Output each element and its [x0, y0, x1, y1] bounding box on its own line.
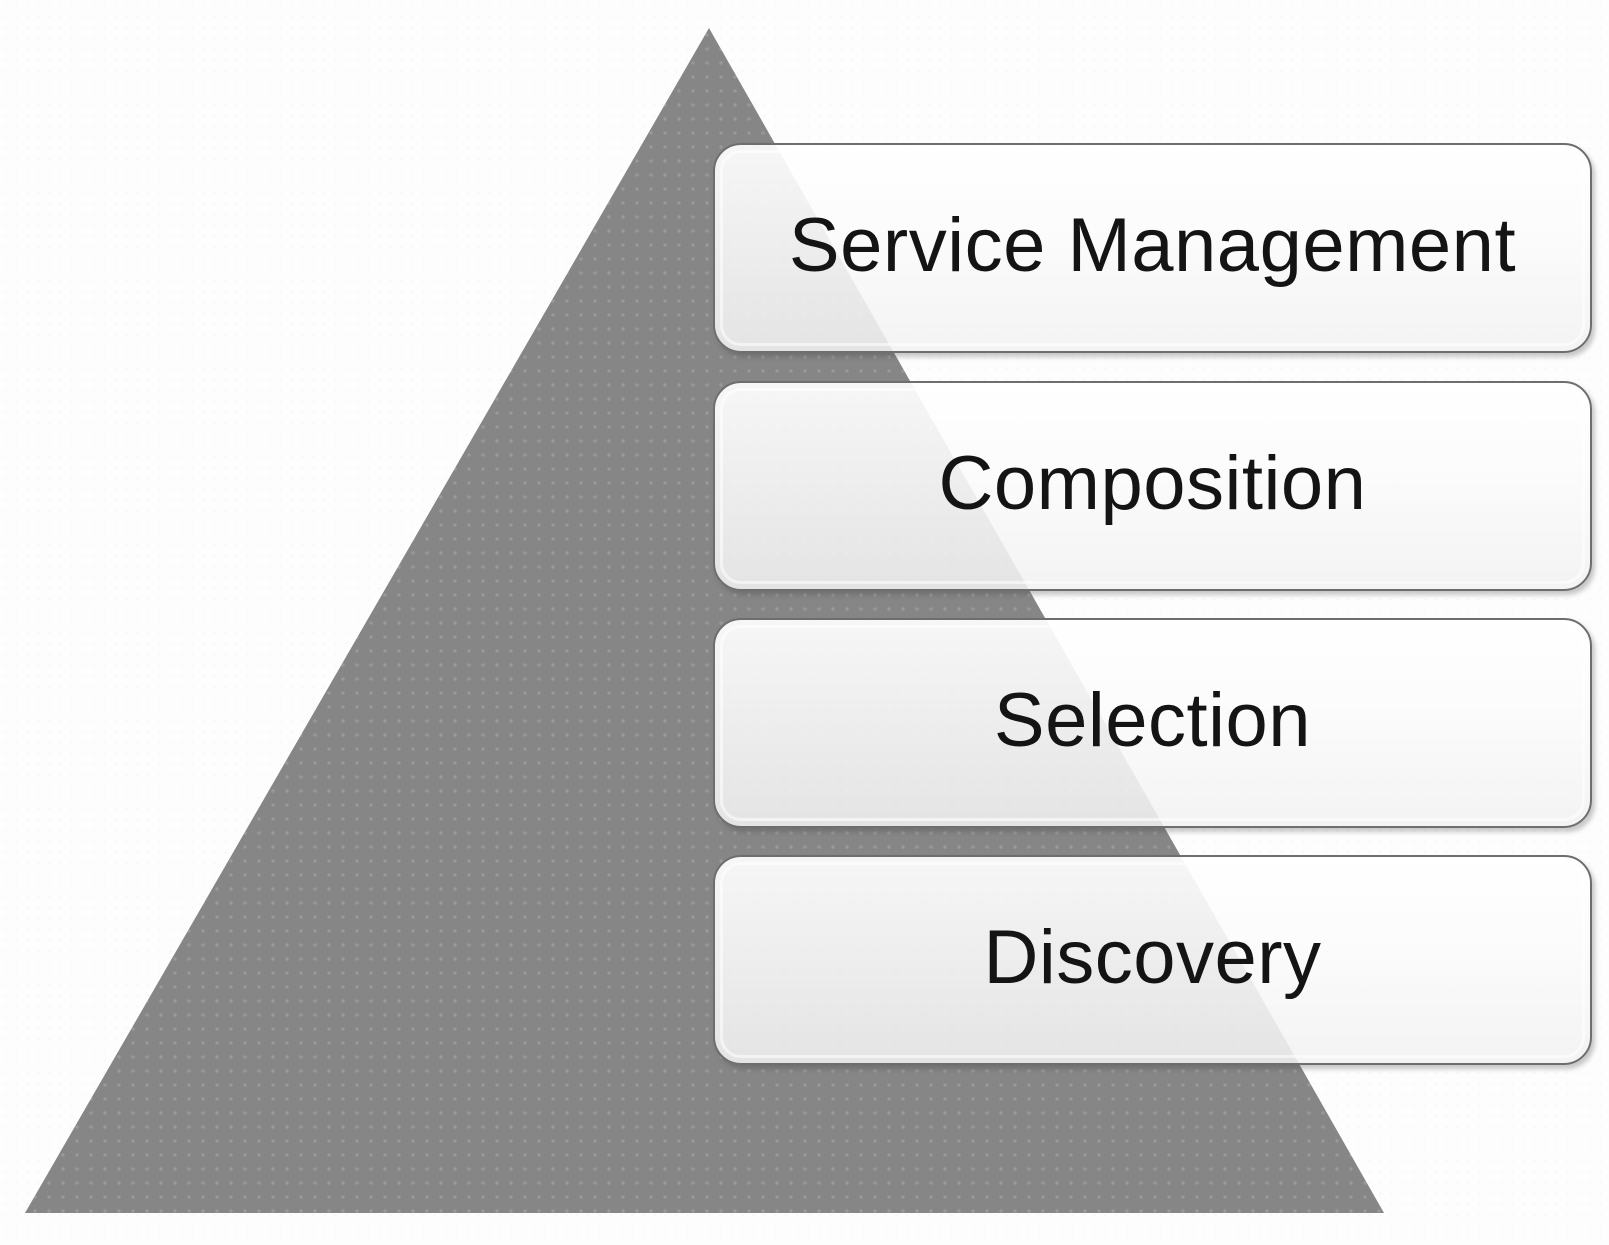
pyramid-level-selection: Selection — [713, 618, 1592, 828]
level-label-discovery: Discovery — [983, 915, 1322, 1000]
level-label-service-management: Service Management — [788, 203, 1517, 288]
level-label-composition: Composition — [938, 441, 1367, 526]
level-label-selection: Selection — [993, 678, 1312, 763]
pyramid-level-composition: Composition — [713, 381, 1592, 591]
pyramid-level-service-management: Service Management — [713, 143, 1592, 353]
pyramid-level-discovery: Discovery — [713, 855, 1592, 1065]
